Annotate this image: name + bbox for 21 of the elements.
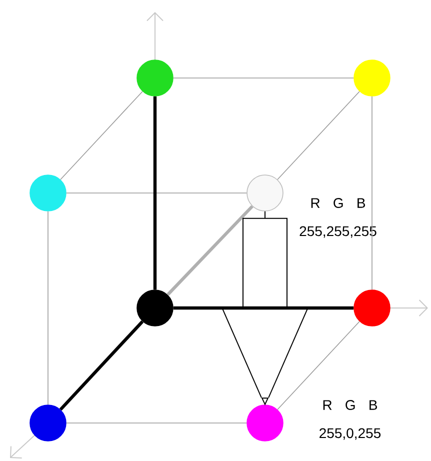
channel-label: R G B [323, 400, 378, 410]
cube-edge [166, 205, 254, 296]
circle-node [246, 404, 284, 442]
rgb-value: 255,0,255 [320, 428, 381, 440]
cube-edge [66, 192, 247, 194]
circle-node [136, 60, 174, 96]
rgb-value: 255,255,255 [300, 226, 376, 238]
cube-edge [173, 306, 354, 310]
cube-edge [59, 320, 144, 411]
cube-edge [60, 91, 143, 180]
cube-edge [153, 96, 157, 290]
circle-node [354, 60, 390, 96]
circle-node [354, 290, 390, 326]
circle-node [30, 404, 66, 442]
cube-edge [277, 91, 360, 180]
channel-label: R G B [311, 198, 366, 208]
cube-edge [66, 422, 247, 424]
circle-node [136, 290, 174, 326]
cube-edge [277, 321, 360, 410]
circle-node [246, 174, 284, 212]
circle-node [30, 174, 66, 212]
